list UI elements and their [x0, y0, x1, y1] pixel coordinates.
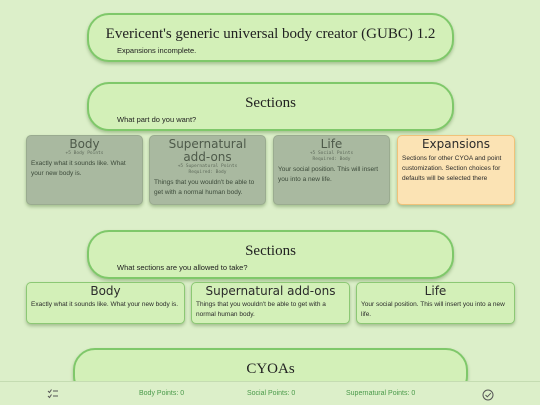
checklist-icon[interactable]	[47, 387, 59, 405]
choice-title: Expansions	[421, 137, 491, 151]
allowed-card-body[interactable]: Body Exactly what it sounds like. What y…	[26, 282, 185, 324]
choice-requirement: +5 Supernatural Points	[177, 164, 238, 169]
section-header-allowed: Sections What sections are you allowed t…	[87, 230, 454, 279]
section-header-parts: Sections What part do you want?	[87, 82, 454, 131]
choice-description: Things that you wouldn't be able to get …	[154, 179, 255, 196]
choice-description: Exactly what it sounds like. What your n…	[31, 160, 126, 177]
allowed-title: Body	[90, 284, 121, 298]
supernatural-points: Supernatural Points: 0	[346, 390, 416, 397]
allowed-description: Your social position. This will insert y…	[361, 301, 505, 318]
social-points: Social Points: 0	[247, 390, 296, 397]
choice-card-life[interactable]: Life +5 Social Points Required: Body You…	[273, 135, 390, 205]
points-footer: Body Points: 0 Social Points: 0 Supernat…	[0, 381, 540, 405]
allowed-card-life[interactable]: Life Your social position. This will ins…	[356, 282, 515, 324]
choice-card-supernatural[interactable]: Supernatural add-ons +5 Supernatural Poi…	[149, 135, 266, 205]
choice-description: Sections for other CYOA and point custom…	[402, 155, 502, 182]
body-points: Body Points: 0	[139, 390, 185, 397]
choice-requirement: +5 Social Points	[309, 151, 354, 156]
choice-card-expansions[interactable]: Expansions Sections for other CYOA and p…	[397, 135, 515, 205]
choice-card-body[interactable]: Body +5 Body Points Exactly what it soun…	[26, 135, 143, 205]
allowed-description: Exactly what it sounds like. What your n…	[31, 301, 179, 308]
check-circle-icon[interactable]	[482, 388, 494, 405]
choice-requirement: +5 Body Points	[65, 151, 104, 156]
allowed-title: Supernatural add-ons	[205, 284, 336, 298]
choice-title: Supernatural add-ons	[168, 137, 247, 164]
section-title: CYOAs	[246, 361, 295, 377]
app-title: Evericent's generic universal body creat…	[105, 26, 436, 42]
choice-requirement: Required: Body	[188, 170, 227, 175]
choice-title: Life	[320, 137, 343, 151]
allowed-description: Things that you wouldn't be able to get …	[196, 301, 326, 318]
app-subtitle: Expansions incomplete.	[117, 46, 197, 55]
section-subtitle: What part do you want?	[117, 115, 197, 124]
allowed-card-supernatural[interactable]: Supernatural add-ons Things that you wou…	[191, 282, 350, 324]
section-title: Sections	[245, 95, 296, 111]
choice-description: Your social position. This will insert y…	[278, 166, 379, 183]
choice-title: Body	[69, 137, 100, 151]
allowed-title: Life	[424, 284, 447, 298]
choice-requirement: Required: Body	[312, 157, 351, 162]
header-banner: Evericent's generic universal body creat…	[87, 13, 454, 62]
section-title: Sections	[245, 243, 296, 259]
section-subtitle: What sections are you allowed to take?	[117, 263, 248, 272]
